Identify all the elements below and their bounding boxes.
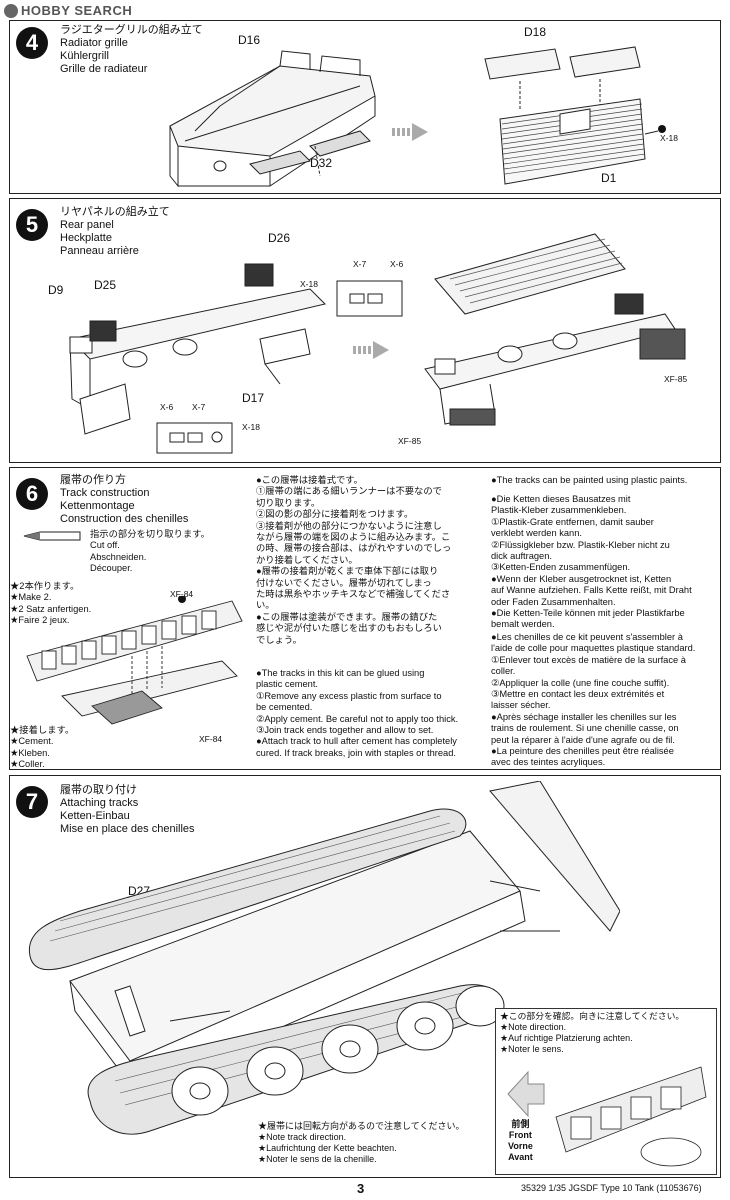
cut-instruction: 指示の部分を切り取ります。 Cut off. Abschneiden. Déco… (90, 529, 210, 574)
rear-panel-assembled-illustration (424, 233, 686, 426)
rear-panel-illustration (68, 263, 326, 435)
part-d18: D18 (524, 25, 547, 39)
paint-xf85-left: XF-85 (398, 436, 422, 446)
radiator-frame-illustration (169, 50, 376, 188)
watermark-logo-icon (4, 3, 18, 18)
part-d25: D25 (94, 278, 117, 292)
instructions-english: ●The tracks in this kit can be glued usi… (256, 668, 459, 758)
instructions-german: ●Die Ketten dieses Bausatzes mit Plastik… (491, 494, 692, 630)
note-direction-ja: ★この部分を確認。向きに注意してください。 (500, 1011, 685, 1021)
part-d32: D32 (310, 156, 333, 170)
step6-number: 6 (16, 478, 48, 510)
note-direction-de: ★Auf richtige Platzierung achten. (500, 1033, 633, 1043)
front-label: 前側 Front Vorne Avant (508, 1119, 533, 1162)
part-d9: D9 (48, 283, 64, 297)
page-number: 3 (357, 1181, 365, 1196)
direction-note-callout: ★この部分を確認。向きに注意してください。 ★Note direction. ★… (495, 1008, 717, 1175)
paint-x7-bottom: X-7 (192, 402, 206, 412)
step4-title: ラジエターグリルの組み立て Radiator grille Kühlergril… (60, 24, 203, 75)
paint-xf85-right: XF-85 (664, 374, 688, 384)
step5-panel: 5 リヤパネルの組み立て Rear panel Heckplatte Panne… (9, 198, 721, 463)
track-links-illustration (26, 596, 243, 725)
step7-panel: 7 履帯の取り付け Attaching tracks Ketten-Einbau… (9, 775, 721, 1178)
step4-panel: 4 ラジエターグリルの組み立て Radiator grille Kühlergr… (9, 20, 721, 194)
part-d26: D26 (268, 231, 291, 245)
step6-title: 履帯の作り方 Track construction Kettenmontage … (60, 474, 189, 525)
hull-and-tracks-illustration (28, 781, 620, 1135)
arrow-right-icon (353, 341, 389, 359)
paint-x6-bottom: X-6 (160, 402, 174, 412)
instructions-french: ●Les chenilles de ce kit peuvent s'assem… (491, 632, 696, 768)
step7-number: 7 (16, 786, 48, 818)
part-d1: D1 (601, 171, 617, 185)
step6-panel: 6 履帯の作り方 Track construction Kettenmontag… (9, 467, 721, 770)
paint-x18-top: X-18 (300, 279, 318, 289)
instructions-japanese: ●この履帯は接着式です。 ①履帯の端にある細いランナーは不要なので 切り取ります… (256, 475, 452, 645)
note-direction-en: ★Note direction. (500, 1022, 567, 1032)
track-detail-illustration (555, 1066, 707, 1167)
track-direction-note: ★履帯には回転方向があるので注意してください。 ★Note track dire… (258, 1121, 465, 1164)
radiator-grille-illustration (484, 46, 666, 185)
paint-xf84-top: XF-84 (170, 589, 194, 599)
step5-title: リヤパネルの組み立て Rear panel Heckplatte Panneau… (60, 206, 170, 257)
note-direction-fr: ★Noter le sens. (500, 1044, 564, 1054)
arrow-right-icon (392, 123, 428, 141)
step5-number: 5 (16, 209, 48, 241)
step4-number: 4 (16, 27, 48, 59)
cement-note: ★接着します。 ★Cement. ★Kleben. ★Coller. (10, 725, 75, 770)
hobby-knife-icon (23, 531, 81, 541)
paint-xf84-bottom: XF-84 (199, 734, 223, 744)
paint-x18-bottom: X-18 (242, 422, 260, 432)
step7-title: 履帯の取り付け Attaching tracks Ketten-Einbau M… (60, 784, 195, 835)
product-code: 35329 1/35 JGSDF Type 10 Tank (11053676) (521, 1183, 702, 1193)
rear-panel-detail-top (336, 280, 403, 317)
watermark: HOBBY SEARCH (4, 3, 132, 18)
make-two-note: ★2本作ります。 ★Make 2. ★2 Satz anfertigen. ★F… (10, 581, 92, 626)
part-d16: D16 (238, 33, 261, 47)
paint-x7-top: X-7 (353, 259, 367, 269)
paint-x18: X-18 (660, 133, 678, 143)
paint-x6-top: X-6 (390, 259, 404, 269)
part-d17: D17 (242, 391, 265, 405)
rear-panel-detail-bottom (156, 422, 233, 454)
instructions-english-paint: ●The tracks can be painted using plastic… (491, 475, 688, 485)
front-arrow-icon (507, 1070, 545, 1118)
